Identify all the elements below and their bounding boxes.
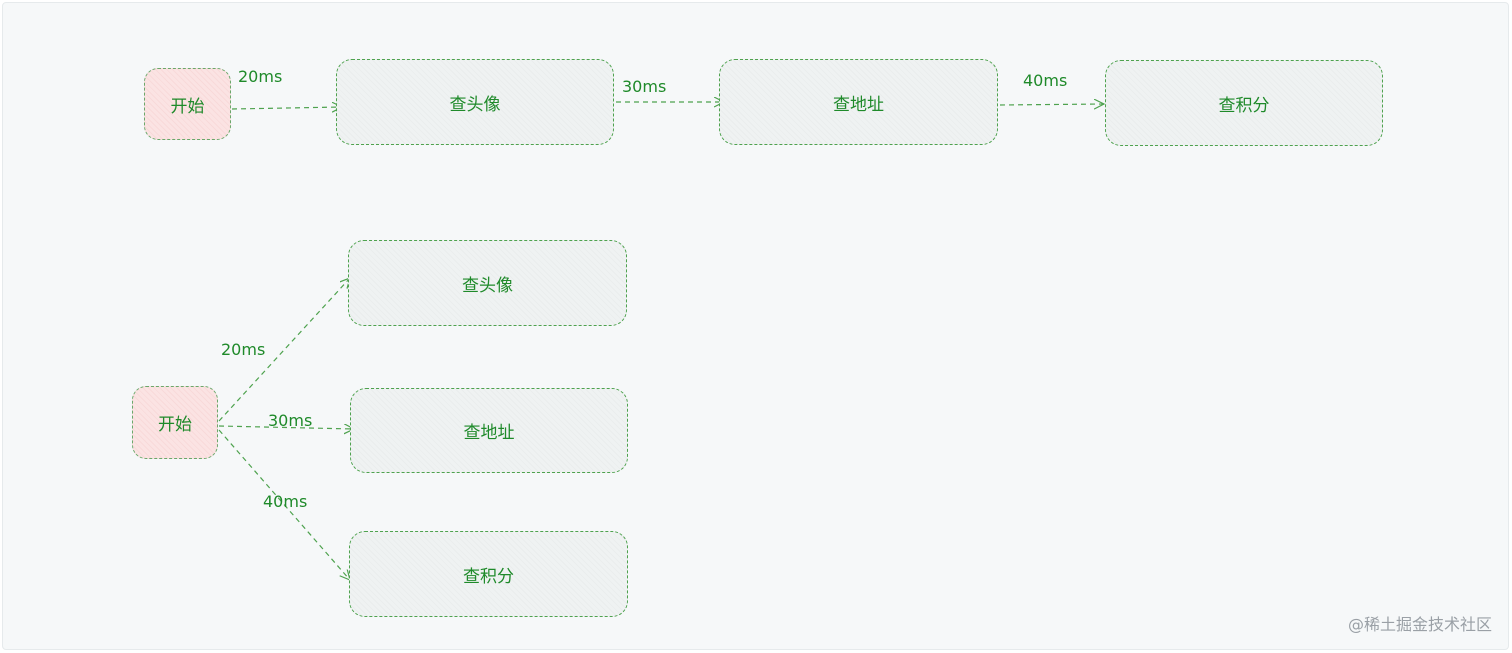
parallel-address-node: 查地址 [350,388,628,473]
serial-edge1-label: 20ms [238,67,283,86]
serial-start-node: 开始 [144,68,231,140]
parallel-edge2-label: 30ms [268,411,313,430]
serial-edge3-label: 40ms [1023,71,1068,90]
serial-start-label: 开始 [170,96,205,117]
parallel-edge1-label: 20ms [221,340,266,359]
serial-address-node: 查地址 [719,59,998,145]
parallel-start-node: 开始 [132,386,218,459]
serial-avatar-label: 查头像 [449,94,501,115]
parallel-avatar-node: 查头像 [348,240,627,326]
parallel-edge3-label: 40ms [263,492,308,511]
serial-points-node: 查积分 [1105,60,1383,146]
parallel-start-label: 开始 [158,415,192,435]
parallel-points-node: 查积分 [349,531,628,617]
serial-address-label: 查地址 [833,94,884,115]
parallel-avatar-label: 查头像 [462,275,513,296]
serial-avatar-node: 查头像 [336,59,614,145]
serial-edge2-label: 30ms [622,77,667,96]
serial-points-label: 查积分 [1218,95,1270,116]
parallel-points-label: 查积分 [463,566,514,587]
parallel-address-label: 查地址 [463,423,515,443]
watermark: @稀土掘金技术社区 [1347,615,1492,634]
